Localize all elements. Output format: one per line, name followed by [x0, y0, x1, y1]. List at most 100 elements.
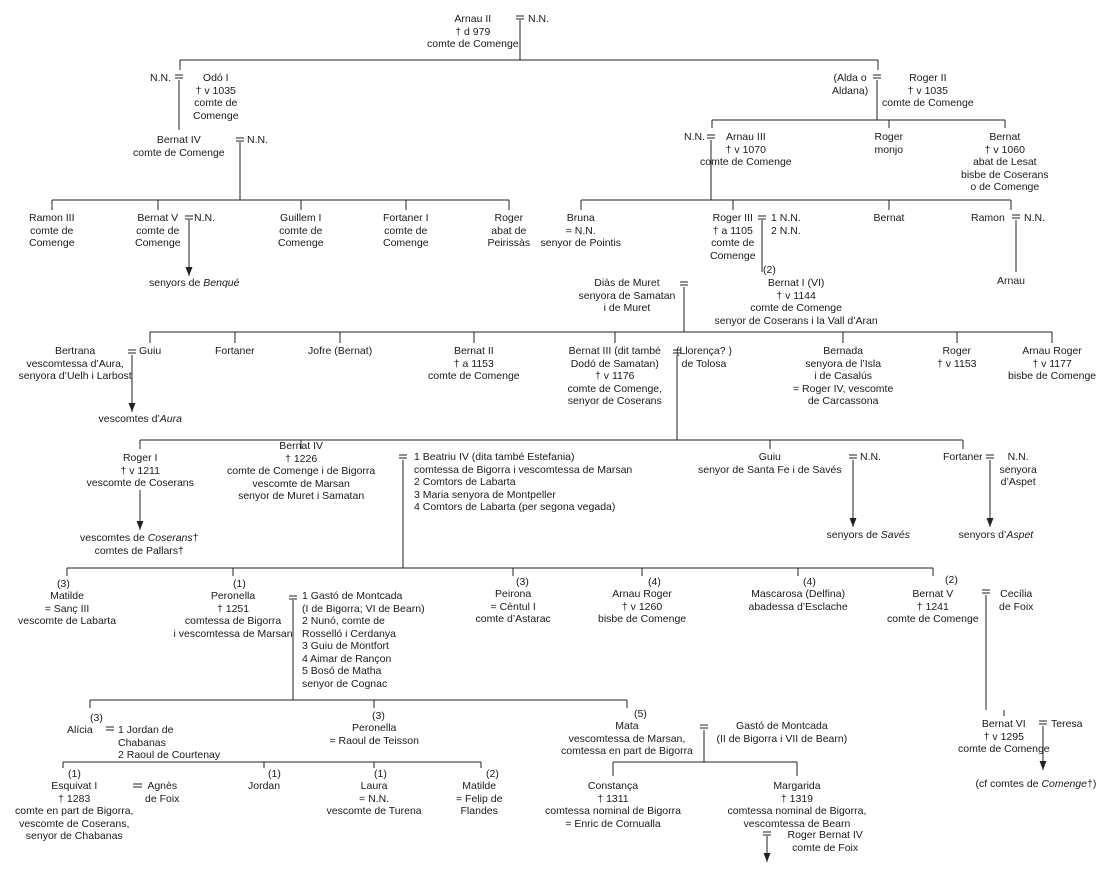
person-line: Dodó de Samatan) — [570, 357, 659, 370]
person-line: 2 Comtors de Labarta — [414, 476, 516, 488]
person-line: Roger Bernat IV — [787, 829, 863, 841]
person-line: Arnau — [997, 275, 1026, 287]
person-line: (1) — [374, 768, 387, 780]
person-jofre: Jofre (Bernat) — [308, 345, 372, 358]
person-bernat-b: Bernat — [874, 212, 905, 225]
person-gasto-b: Gastó de Montcada(II de Bigorra i VII de… — [717, 720, 848, 745]
person-line: Bruna — [566, 212, 595, 224]
person-line: N.N. — [194, 212, 215, 224]
person-line: † d 979 — [455, 25, 491, 38]
person-line: senyora de l’Isla — [805, 357, 882, 370]
person-line: d’Aspet — [1000, 476, 1036, 488]
person-line: 4 Aimar de Rançon — [302, 652, 392, 665]
person-line: comte de Comenge — [133, 146, 225, 159]
person-line: Diàs de Muret — [594, 277, 660, 289]
arrowhead — [986, 518, 994, 527]
person-bruna: Bruna= N.N.senyor de Pointis — [541, 212, 622, 250]
person-line: 3 Guiu de Montfort — [302, 640, 389, 652]
person-line: Aldana) — [832, 84, 869, 97]
person-line: Margarida — [773, 780, 821, 792]
person-line: comte de — [30, 224, 74, 237]
person-line: N.N. — [150, 72, 171, 84]
person-jordan-mark: (1) — [268, 768, 281, 781]
person-line: Ramon — [971, 212, 1005, 224]
person-line: Peirissàs — [487, 237, 531, 249]
person-line: 1 Beatriu IV (dita també Estefania) — [414, 451, 575, 463]
person-comenge: (cf comtes de Comenge†) — [976, 778, 1097, 791]
person-line: † v 1295 — [983, 730, 1024, 743]
person-line: bisbe de Coserans — [961, 168, 1049, 181]
person-line: Bernat — [873, 212, 905, 224]
person-line: vescomtessa de Bearn — [743, 817, 851, 830]
person-line: Fortaner — [215, 345, 255, 357]
person-line: Comenge — [383, 237, 429, 249]
person-nn-arnau3: N.N. — [684, 131, 705, 144]
person-line: i de Casalús — [814, 370, 873, 382]
person-line: comte de — [384, 224, 428, 237]
person-line: † v 1211 — [120, 464, 160, 477]
person-line: comte de Comenge — [428, 370, 520, 382]
person-line: Agnès — [147, 780, 178, 792]
person-line: Bernat IV — [156, 134, 201, 146]
person-jordan: Jordan — [248, 780, 280, 793]
person-line: = Cèntul I — [490, 600, 536, 613]
person-laura: Laura= N.N.vescomte de Turena — [327, 780, 422, 818]
person-line: i de Muret — [603, 302, 651, 314]
person-line: senyor de Coserans i la Vall d’Aran — [714, 314, 878, 327]
person-arnau-roger-b-mark: (4) — [648, 576, 661, 589]
person-line: Comenge — [135, 237, 181, 249]
person-line: (1) — [233, 578, 246, 590]
person-line: Odó I — [202, 72, 229, 84]
person-line: Bernat VI — [981, 718, 1026, 730]
person-line: Arnau II — [454, 13, 492, 25]
arrowhead — [849, 518, 857, 527]
person-line: comte d’Astarac — [475, 613, 551, 625]
person-line: Comenge — [193, 109, 239, 122]
person-line: Fortaner — [943, 451, 983, 463]
person-line: Bernat IV — [279, 440, 324, 452]
person-line: Rosselló i Cerdanya — [302, 627, 396, 640]
person-line: 2 N.N. — [771, 224, 801, 237]
person-matilde-b-mark: (2) — [486, 768, 499, 781]
person-line: bisbe de Comenge — [598, 613, 687, 625]
person-line: vescomte de Coserans — [86, 477, 194, 489]
person-esquivat-mark: (1) — [68, 768, 81, 781]
person-line: Bernada — [823, 345, 863, 357]
person-line: comte de Comenge i de Bigorra — [227, 465, 376, 477]
person-nn-bernat5a: N.N. — [194, 212, 215, 225]
arrowhead — [136, 521, 144, 530]
person-line: (2) — [763, 264, 776, 276]
person-line: Mata — [615, 720, 639, 732]
person-line: N.N. — [247, 134, 268, 146]
person-line: senyor de Chabanas — [25, 830, 123, 842]
person-saves: senyors de Savés — [827, 529, 910, 542]
person-line: (2) — [486, 768, 499, 780]
person-line: Teresa — [1051, 718, 1083, 730]
person-line: † a 1105 — [712, 224, 753, 237]
person-line: comte de Comenge — [882, 97, 974, 109]
person-line: comte de Comenge — [700, 156, 792, 168]
person-line: (3) — [372, 710, 385, 722]
person-nn-bernat4a: N.N. — [247, 134, 268, 147]
person-line: 1 Gastó de Montcada — [302, 590, 403, 602]
person-line: (1) — [268, 768, 281, 780]
person-nn-odo: N.N. — [150, 72, 171, 85]
person-line: senyora — [999, 463, 1037, 476]
person-line: Peronella — [352, 722, 397, 734]
person-fortaner-a: Fortaner — [215, 345, 255, 358]
person-line: (1) — [68, 768, 81, 780]
person-alicia-mark: (3) — [90, 712, 103, 725]
person-line: (2) — [945, 574, 958, 586]
